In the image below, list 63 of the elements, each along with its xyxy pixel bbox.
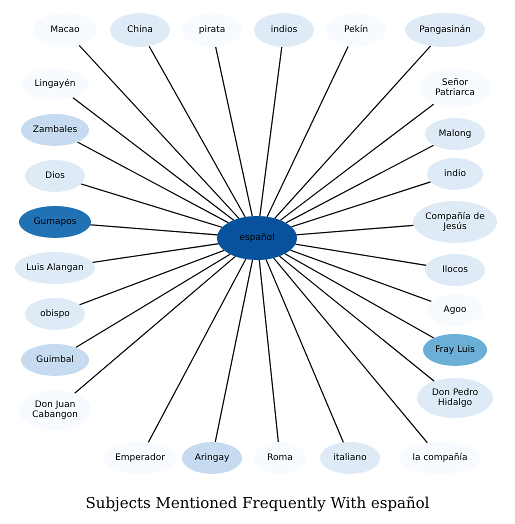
ellipse-node [254,442,306,474]
node-label: Fray Luis [435,345,475,355]
ellipse-node [25,298,85,330]
connector-line [148,258,246,443]
connector-line [266,46,349,217]
diagram-title: Subjects Mentioned Frequently With español [84,493,430,514]
node-label: indios [270,25,298,35]
connector-line [215,46,253,216]
connector-line [258,260,279,442]
connector-line [284,253,434,339]
node-label: Macao [50,25,80,35]
connector-line [90,224,218,236]
connector-line [74,256,236,394]
node-label: Aringay [194,453,230,463]
connector-line [291,181,431,228]
node-label: Don Pedro Hidalgo [430,388,480,408]
connector-line [286,144,434,224]
node-label: Señor Patriarca [434,78,476,98]
node-label: Don Juan Cabangon [31,400,79,420]
connector-line [273,258,428,444]
ellipse-node [425,118,485,150]
ellipse-node [427,294,483,326]
node-label: obispo [40,309,70,319]
ellipse-node [217,216,297,260]
connector-line [76,254,230,348]
connector-line [79,250,224,306]
connector-line [266,259,344,443]
connector-line [279,256,435,382]
node-label: Roma [267,453,293,463]
node-label: pirata [198,25,226,35]
node-label: Luis Alangan [26,263,84,273]
connector-line [290,250,432,302]
connector-line [72,97,234,221]
connector-line [77,141,229,224]
node-label: Pangasinán [419,25,471,35]
connector-line [78,44,240,219]
node-label: Compañía de Jesús [424,212,486,232]
node-label: Dios [45,171,65,181]
node-label: Malong [438,129,472,139]
connector-line [295,244,426,266]
node-label: China [127,25,153,35]
ellipse-node [25,160,85,192]
connector-line [80,183,222,228]
node-label: italiano [333,453,367,463]
node-label: Ilocos [442,265,468,275]
connector-line [214,260,254,442]
node-label: Emperador [115,453,165,463]
connector-line [259,46,282,216]
node-label: Gumapos [34,217,76,227]
connector-line [296,224,414,236]
ellipse-node [427,158,483,190]
connector-line [148,46,246,218]
node-label: Zambales [32,125,78,135]
node-label: Agoo [444,305,466,315]
node-label: Guimbal [36,355,74,365]
connector-line [274,45,432,219]
connector-line [280,104,434,221]
node-label: indio [444,169,466,179]
node-label: español [239,233,275,243]
connector-line [92,243,218,264]
node-label: Lingayén [34,79,76,89]
node-label: Pekín [344,25,368,35]
node-label: la compañía [412,453,468,463]
